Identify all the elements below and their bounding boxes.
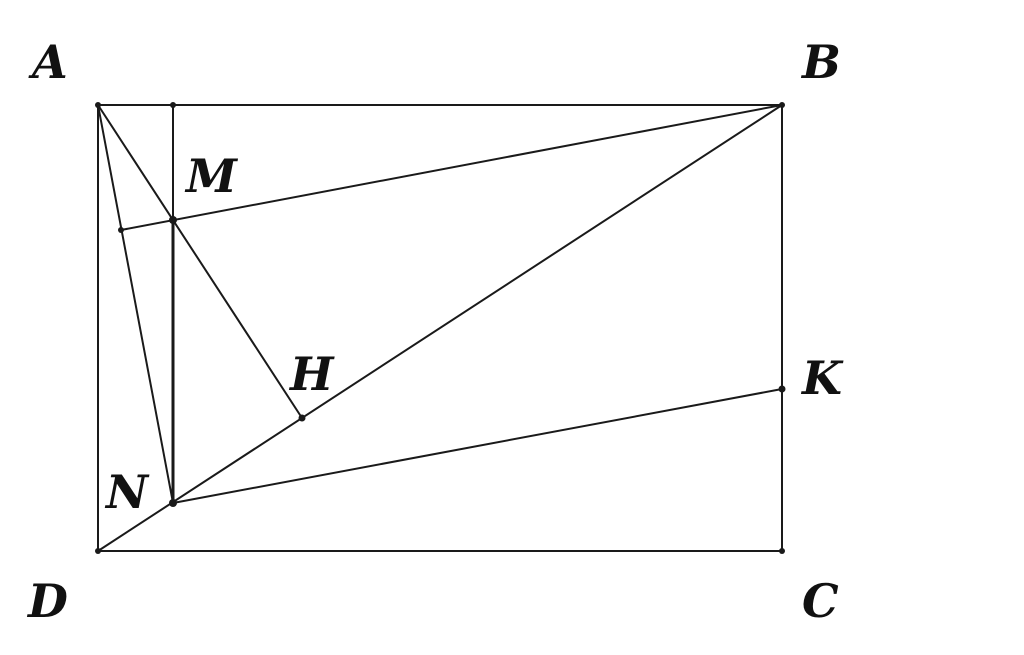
point-K	[778, 385, 786, 393]
label-A: A	[28, 35, 68, 89]
segment-AH	[97, 104, 303, 419]
label-B: B	[800, 35, 841, 89]
point-H	[298, 414, 306, 422]
label-N: N	[104, 465, 150, 519]
point-top-foot	[170, 102, 176, 108]
point-D	[95, 548, 101, 554]
label-D: D	[26, 574, 68, 628]
segment-BD	[97, 104, 783, 552]
label-C: C	[802, 574, 839, 628]
label-H: H	[288, 347, 335, 401]
label-M: M	[184, 149, 239, 203]
segment-BM	[120, 104, 783, 231]
point-N	[169, 499, 177, 507]
point-A	[95, 102, 101, 108]
point-M	[169, 216, 177, 224]
point-B	[779, 102, 785, 108]
label-K: K	[800, 351, 844, 405]
point-left-end	[118, 227, 124, 233]
segment-AN	[97, 104, 174, 504]
segment-NK	[172, 388, 783, 504]
point-C	[779, 548, 785, 554]
